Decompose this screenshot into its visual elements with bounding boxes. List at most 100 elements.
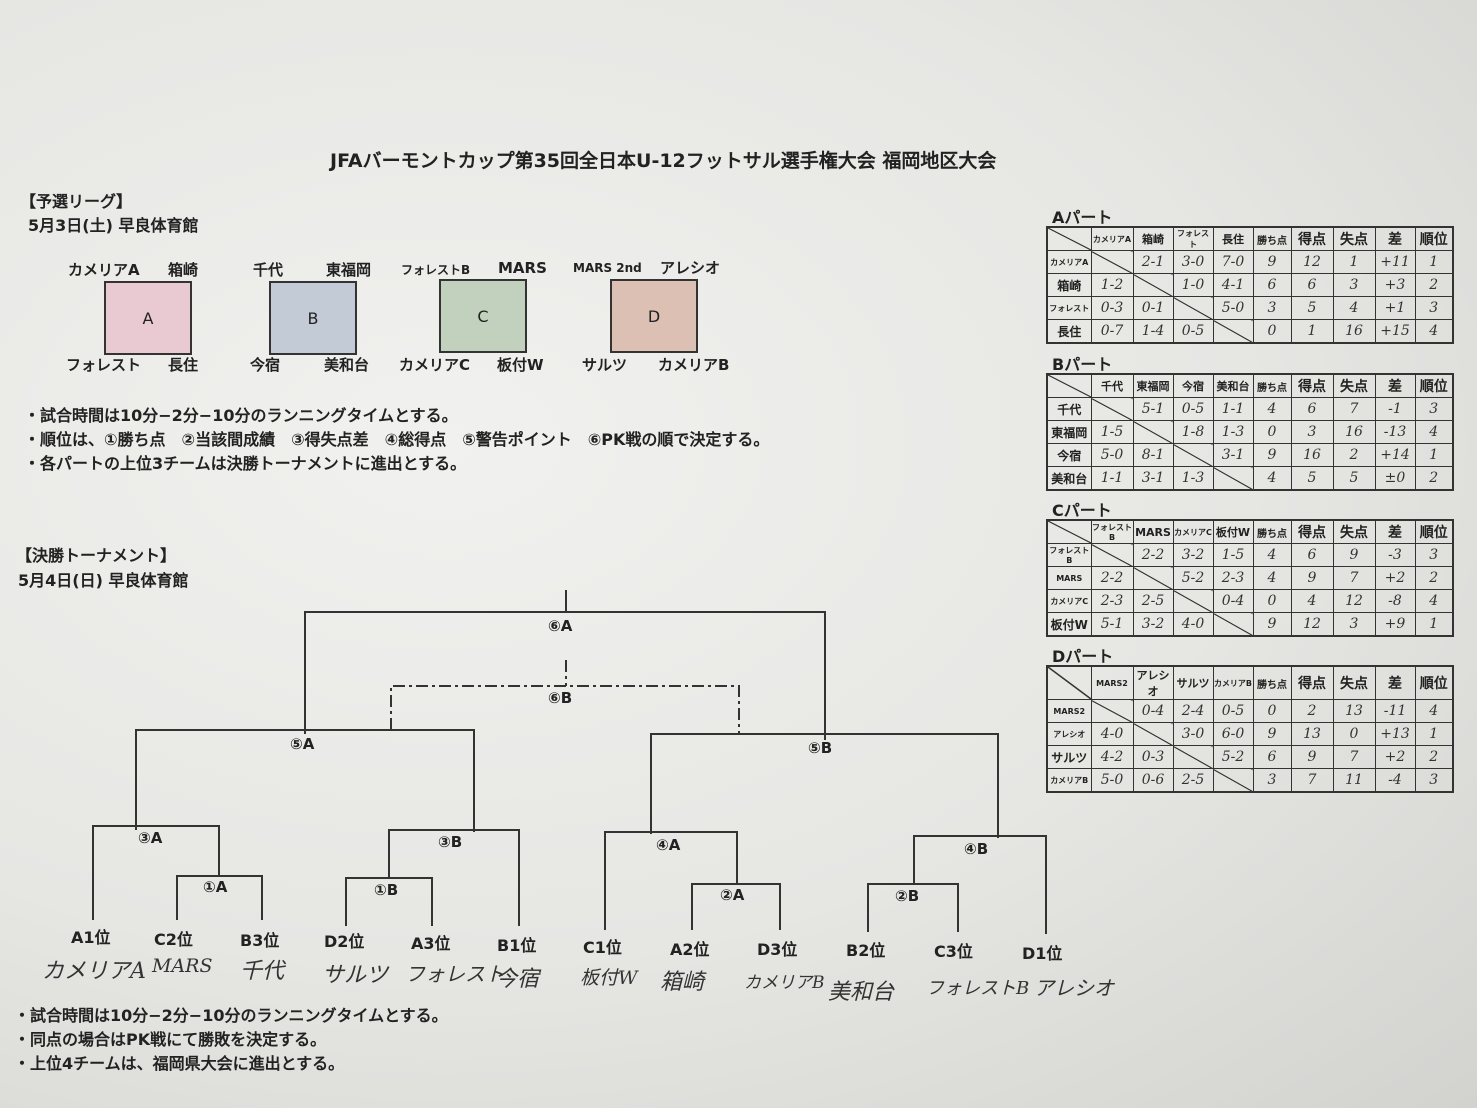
slot-team-9: カメリアB [744,973,825,993]
standings-value-cell: 1 [1414,250,1454,274]
standings-value-cell: 5-0 [1212,296,1254,320]
standings-value-cell: 2 [1290,699,1334,723]
standings-value-cell: 1-8 [1172,420,1214,444]
slot-team-8: 箱崎 [660,970,705,995]
standings-value-cell: 16 [1332,420,1376,444]
group-d-team-tl: MARS 2nd [573,261,642,275]
standings-header-cell: サルツ [1172,665,1214,700]
standings-self-cell [1132,420,1174,444]
standings-value-cell: 3-0 [1172,250,1214,274]
standings-value-cell: 1-5 [1090,420,1134,444]
standings-value-cell: 5-1 [1090,612,1134,637]
standings-corner-cell [1046,373,1092,398]
standings-value-cell: 16 [1332,319,1376,344]
bracket-line-2a [691,883,781,930]
standings-value-cell: 1-4 [1132,319,1174,344]
slot-team-6: 今宿 [495,967,540,992]
standings-value-cell: 3 [1332,612,1376,637]
standings-value-cell: 13 [1332,699,1376,723]
standings-value-cell: 7 [1332,397,1376,421]
standings-value-cell: 5-2 [1212,745,1254,769]
standings-self-cell [1172,296,1214,320]
final-date-venue: 5月4日(日) 早良体育館 [18,571,189,590]
group-d-team-tr: アレシオ [660,259,721,277]
standings-team-cell: 今宿 [1046,443,1092,467]
standings-value-cell: 2-1 [1132,250,1174,274]
standings-team-cell: カメリアA [1046,250,1092,274]
standings-value-cell: 3 [1414,296,1454,320]
standings-value-cell: 5 [1290,466,1334,491]
slot-pos-8: A2位 [670,940,710,959]
standings-value-cell: 3-2 [1172,543,1214,567]
match-label-4b: ④B [964,840,989,858]
standings-header-cell: 東福岡 [1132,373,1174,398]
standings-header-cell: 順位 [1414,373,1454,398]
standings-title-4: Dパート [1052,647,1114,666]
group-d-letter: D [647,306,661,326]
standings-value-cell: 0-7 [1090,319,1134,344]
slot-pos-12: D1位 [1022,944,1063,963]
standings-value-cell: 0-1 [1132,296,1174,320]
bracket-line-2b [867,883,959,932]
prelim-heading: 【予選リーグ】 [20,192,133,211]
group-b-letter: B [307,308,319,328]
slot-team-2: MARS [152,955,213,977]
standings-value-cell: 1 [1332,250,1376,274]
prelim-rule-1: ・試合時間は10分−2分−10分のランニングタイムとする。 [24,406,458,425]
match-label-5a: ⑤A [290,735,315,753]
standings-header-cell: フォレストB [1090,519,1134,544]
standings-value-cell: 2 [1414,466,1454,491]
match-label-3a: ③A [138,829,163,847]
standings-value-cell: 1-3 [1172,466,1214,491]
standings-value-cell: 11 [1332,768,1376,793]
standings-value-cell: 0-5 [1172,319,1214,344]
document-title: JFAバーモントカップ第35回全日本U-12フットサル選手権大会 福岡地区大会 [330,150,997,172]
standings-value-cell: 0 [1252,699,1292,723]
standings-value-cell: 4 [1332,296,1376,320]
standings-value-cell: 7 [1332,745,1376,769]
match-label-6b: ⑥B [548,689,573,707]
standings-value-cell: 1-3 [1212,420,1254,444]
standings-header-cell: 得点 [1290,373,1334,398]
standings-self-cell [1172,589,1214,613]
bracket-line-6b [390,685,740,734]
standings-value-cell: 2 [1332,443,1376,467]
standings-value-cell: 6 [1290,273,1334,297]
standings-value-cell: 2-5 [1132,589,1174,613]
standings-header-cell: アレシオ [1132,665,1174,700]
standings-header-cell: カメリアB [1212,665,1254,700]
standings-title-1: Aパート [1052,208,1113,227]
final-heading: 【決勝トーナメント】 [16,546,177,565]
match-label-6a: ⑥A [548,617,573,635]
standings-value-cell: -8 [1374,589,1416,613]
standings-value-cell: 3 [1290,420,1334,444]
standings-self-cell [1132,273,1174,297]
slot-pos-9: D3位 [757,940,798,959]
slot-team-12: アレシオ [1034,976,1114,1000]
group-c-team-br: 板付W [497,356,544,374]
match-label-2a: ②A [720,886,745,904]
standings-value-cell: 3 [1252,768,1292,793]
group-c-team-tr: MARS [498,259,547,277]
standings-team-cell: サルツ [1046,745,1092,769]
standings-self-cell [1212,612,1254,637]
standings-value-cell: 5-2 [1172,566,1214,590]
standings-value-cell: 4 [1414,699,1454,723]
standings-value-cell: 2-2 [1132,543,1174,567]
slot-pos-3: B3位 [240,931,280,950]
slot-pos-4: D2位 [324,932,365,951]
standings-value-cell: +2 [1374,566,1416,590]
standings-value-cell: 0-3 [1090,296,1134,320]
standings-value-cell: 12 [1290,250,1334,274]
group-d-team-br: カメリアB [658,356,730,374]
